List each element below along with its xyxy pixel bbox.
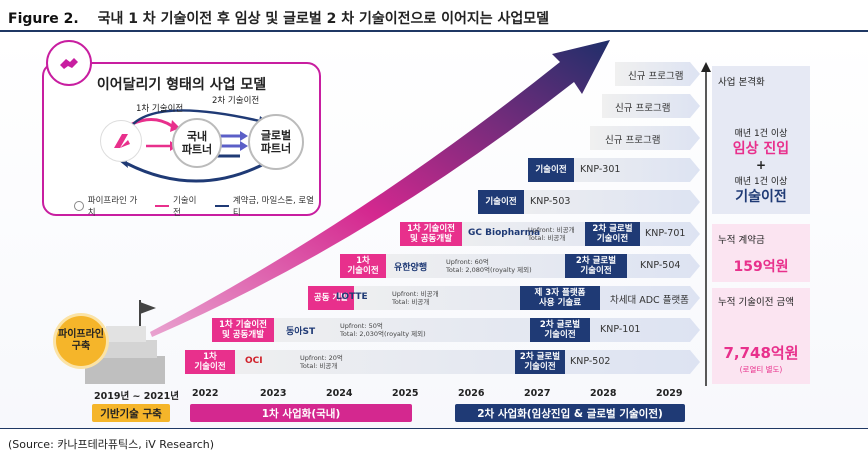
second-transfer-tag: 기술이전 — [528, 158, 574, 182]
pipeline-row — [615, 62, 700, 86]
legend-value: 파이프라인 가치 — [87, 196, 138, 218]
upfront-value: 159억원 — [733, 259, 789, 275]
handshake-icon — [46, 40, 92, 86]
clinical-entry: 임상 진입 — [732, 141, 790, 157]
second-transfer-tag: 기술이전 — [478, 190, 524, 214]
partner-logo: LOTTE — [336, 292, 368, 302]
source-note: (Source: 카나프테라퓨틱스, iV Research) — [8, 438, 215, 451]
total-value: 7,748억원 — [723, 344, 799, 362]
model-title: 이어달리기 형태의 사업 모델 — [96, 77, 267, 93]
figure-title-text: 국내 1 차 기술이전 후 임상 및 글로벌 2 차 기술이전으로 이어지는 사… — [97, 11, 550, 27]
vertical-divider-arrow — [701, 62, 711, 386]
year-2025: 2025 — [392, 388, 419, 399]
first-transfer-tag: 1차 기술이전 및 공동개발 — [400, 222, 462, 246]
program-name: KNP-301 — [580, 164, 621, 175]
clinical-frequency: 매년 1건 이상 — [734, 129, 788, 139]
deal-terms: Upfront: 비공개 Total: 비공개 — [392, 290, 439, 306]
legend-payments: 계약금, 마일스톤, 로열티 — [232, 196, 315, 218]
year-2026: 2026 — [458, 388, 485, 399]
deal-terms: Upfront: 60억 Total: 2,080억(royalty 제외) — [446, 258, 532, 274]
second-transfer-tag: 2차 글로벌 기술이전 — [565, 254, 627, 278]
second-transfer-tag: 2차 글로벌 기술이전 — [530, 318, 590, 342]
program-name: 신규 프로그램 — [615, 103, 671, 114]
phase-second-commercial: 2차 사업화(임상진입 & 글로벌 기술이전) — [455, 404, 685, 422]
figure-label: Figure 2. — [8, 11, 79, 27]
phase-foundation: 기반기술 구축 — [92, 404, 170, 422]
first-transfer-tag: 공동 개발 — [308, 286, 354, 310]
legend-pink-arrow-icon — [155, 205, 169, 207]
tech-transfer: 기술이전 — [735, 189, 787, 205]
side-panel-total: 누적 기술이전 금액 7,748억원 (로열티 별도) — [712, 288, 810, 384]
year-2024: 2024 — [326, 388, 353, 399]
partner-logo: 동아ST — [286, 327, 316, 337]
year-2029: 2029 — [656, 388, 683, 399]
pipeline-row — [212, 318, 700, 342]
program-name: 차세대 ADC 플랫폼 — [610, 295, 689, 306]
year-2027: 2027 — [524, 388, 551, 399]
domestic-partner: 국내 파트너 — [172, 118, 222, 168]
year-2022: 2022 — [192, 388, 219, 399]
transfer-frequency: 매년 1건 이상 — [734, 177, 788, 187]
growth-arrow — [150, 40, 610, 337]
pipeline-row — [340, 254, 700, 278]
total-note: (로열티 별도) — [739, 365, 783, 374]
kanaph-logo — [100, 120, 142, 162]
pipeline-row — [602, 94, 700, 118]
total-label: 누적 기술이전 금액 — [718, 297, 794, 308]
kanaph-logo-icon — [114, 134, 130, 148]
footer-divider — [0, 428, 868, 429]
first-transfer-tag: 1차 기술이전 및 공동개발 — [212, 318, 274, 342]
year-2023: 2023 — [260, 388, 287, 399]
second-transfer-label: 2차 기술이전 — [212, 96, 260, 106]
pipeline-foundation-badge: 파이프라인 구축 — [56, 316, 106, 366]
program-name: KNP-101 — [600, 324, 641, 335]
program-name: KNP-502 — [570, 356, 611, 367]
model-legend: 파이프라인 가치 기술이전 계약금, 마일스톤, 로열티 — [74, 194, 319, 218]
side-panel-upfront: 누적 계약금 159억원 — [712, 224, 810, 282]
year-2019-2021: 2019년 ~ 2021년 — [94, 391, 179, 402]
legend-circle-icon — [74, 201, 84, 211]
commercial-label: 사업 본격화 — [718, 77, 765, 88]
phase-first-commercial: 1차 사업화(국내) — [190, 404, 412, 422]
deal-terms: Upfront: 20억 Total: 비공개 — [300, 354, 343, 370]
side-panel-commercial: 사업 본격화 매년 1건 이상 임상 진입 + 매년 1건 이상 기술이전 — [712, 66, 810, 214]
second-transfer-tag: 2차 글로벌 기술이전 — [585, 222, 640, 246]
pipeline-row — [590, 126, 700, 150]
partner-logo: OCI — [245, 356, 263, 366]
upfront-label: 누적 계약금 — [718, 235, 765, 246]
title-divider — [0, 30, 868, 32]
first-transfer-label: 1차 기술이전 — [136, 104, 184, 114]
first-transfer-tag: 1차 기술이전 — [340, 254, 386, 278]
figure-title: Figure 2. 국내 1 차 기술이전 후 임상 및 글로벌 2 차 기술이… — [8, 8, 549, 28]
deal-terms: Upfront: 50억 Total: 2,030억(royalty 제외) — [340, 322, 426, 338]
global-partner: 글로벌 파트너 — [248, 114, 304, 170]
plus-sign: + — [755, 158, 767, 172]
program-name: 신규 프로그램 — [605, 135, 661, 146]
partner-logo: GC Biopharma — [468, 228, 541, 238]
second-transfer-tag: 2차 글로벌 기술이전 — [515, 350, 565, 374]
legend-transfer: 기술이전 — [172, 196, 197, 218]
foundation-blocks — [85, 300, 165, 384]
business-model-box: 이어달리기 형태의 사업 모델 1차 기술이전 2차 기술이전 국내 파트너 글… — [42, 62, 321, 218]
program-name: KNP-503 — [530, 196, 571, 207]
year-2028: 2028 — [590, 388, 617, 399]
pipeline-row — [185, 350, 700, 374]
deal-terms: Upfront: 비공개 Total: 비공개 — [528, 226, 575, 242]
pipeline-row — [308, 286, 700, 310]
first-transfer-tag: 1차 기술이전 — [185, 350, 235, 374]
second-transfer-tag: 제 3자 플랫폼 사용 기술료 — [520, 286, 600, 310]
program-name: KNP-701 — [645, 228, 686, 239]
partner-logo: 유한양행 — [394, 263, 428, 273]
program-name: 신규 프로그램 — [628, 71, 684, 82]
program-name: KNP-504 — [640, 260, 681, 271]
legend-navy-arrow-icon — [215, 205, 229, 207]
